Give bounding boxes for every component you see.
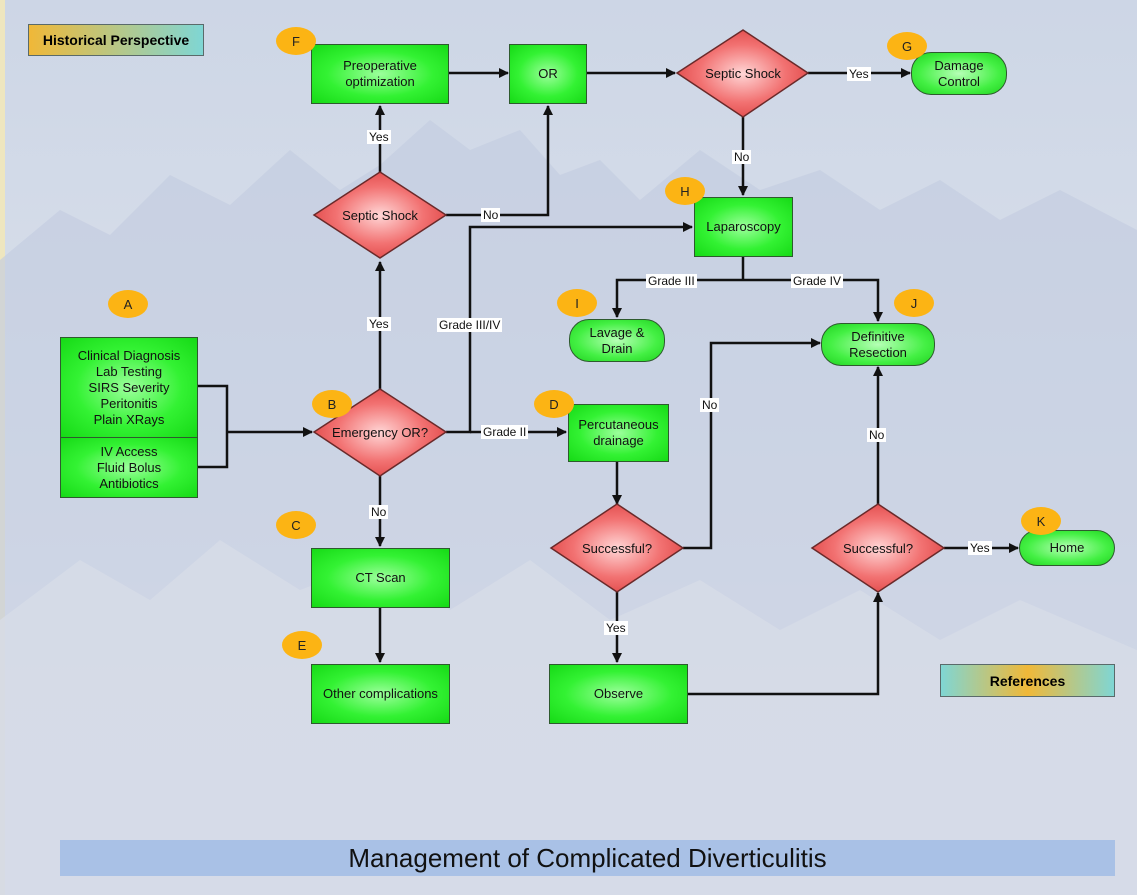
badge-h[interactable]: H <box>665 177 705 205</box>
iv-line-1: IV Access <box>100 443 158 459</box>
clinical-diagnosis-box[interactable]: Clinical Diagnosis Lab Testing SIRS Seve… <box>60 337 198 438</box>
page-title: Management of Complicated Diverticulitis <box>348 842 827 873</box>
clinical-line-4: Peritonitis <box>100 395 158 411</box>
edge-success-resection <box>683 338 821 550</box>
edge-observe-success <box>688 592 883 696</box>
edge-label-grade-3: Grade III <box>646 274 697 288</box>
badge-d[interactable]: D <box>534 390 574 418</box>
edge-label-yes-preop: Yes <box>367 130 391 144</box>
iv-line-3: Antibiotics <box>99 475 159 491</box>
iv-access-box[interactable]: IV Access Fluid Bolus Antibiotics <box>60 437 198 498</box>
resection-line-1: Definitive <box>851 328 905 344</box>
edge-label-grade-34: Grade III/IV <box>437 318 503 332</box>
home-node[interactable]: Home <box>1019 530 1115 566</box>
septic-shock-top-diamond[interactable] <box>675 29 810 118</box>
damage-line-2: Control <box>938 73 980 89</box>
definitive-resection-node[interactable]: Definitive Resection <box>821 323 935 366</box>
perc-line-2: drainage <box>593 433 644 448</box>
laparoscopy-box[interactable]: Laparoscopy <box>694 197 793 257</box>
observe-label: Observe <box>593 686 644 701</box>
ct-scan-box[interactable]: CT Scan <box>311 548 450 608</box>
historical-perspective-button[interactable]: Historical Perspective <box>28 24 204 56</box>
or-box[interactable]: OR <box>509 44 587 104</box>
badge-k[interactable]: K <box>1021 507 1061 535</box>
septic-shock-left-diamond[interactable] <box>312 171 448 259</box>
clinical-line-2: Lab Testing <box>95 363 163 379</box>
edge-label-no-ct: No <box>369 505 389 519</box>
edge-lap-lavage <box>612 278 743 318</box>
resection-line-2: Resection <box>849 344 907 360</box>
perc-line-1: Percutaneous <box>578 417 659 432</box>
damage-control-node[interactable]: Damage Control <box>911 52 1007 95</box>
edge-label-no-success-mid: No <box>700 398 720 412</box>
observe-box[interactable]: Observe <box>549 664 688 724</box>
other-complications-label: Other complications <box>323 686 438 701</box>
references-button[interactable]: References <box>940 664 1115 697</box>
edge-label-yes-damage: Yes <box>847 67 871 81</box>
badge-c[interactable]: C <box>276 511 316 539</box>
badge-j[interactable]: J <box>894 289 934 317</box>
badge-f[interactable]: F <box>276 27 316 55</box>
edge-label-no-success-right: No <box>867 428 887 442</box>
clinical-line-1: Clinical Diagnosis <box>77 347 181 363</box>
damage-line-1: Damage <box>934 57 984 73</box>
edge-lap-resection <box>743 278 883 322</box>
page-title-bar: Management of Complicated Diverticulitis <box>60 840 1115 876</box>
iv-line-2: Fluid Bolus <box>96 459 162 475</box>
clinical-line-3: SIRS Severity <box>88 379 170 395</box>
badge-e[interactable]: E <box>282 631 322 659</box>
ct-scan-label: CT Scan <box>355 570 406 585</box>
edge-clinical-bracket <box>197 384 229 469</box>
badge-a[interactable]: A <box>108 290 148 318</box>
edge-label-grade-4: Grade IV <box>791 274 844 288</box>
lavage-line-2: Drain <box>601 340 633 356</box>
successful-right-diamond[interactable] <box>810 503 946 593</box>
edge-label-yes-observe: Yes <box>604 621 628 635</box>
edge-septic-or <box>446 105 553 217</box>
edge-label-no-septic-left: No <box>481 208 501 222</box>
lavage-line-1: Lavage & <box>589 324 645 340</box>
badge-i[interactable]: I <box>557 289 597 317</box>
badge-b[interactable]: B <box>312 390 352 418</box>
lavage-drain-node[interactable]: Lavage & Drain <box>569 319 665 362</box>
edge-label-no-septic-top: No <box>732 150 752 164</box>
edge-label-yes-emergency: Yes <box>367 317 391 331</box>
or-label: OR <box>538 66 558 81</box>
other-complications-box[interactable]: Other complications <box>311 664 450 724</box>
preoperative-optimization-box[interactable]: Preoperative optimization <box>311 44 449 104</box>
preop-line-2: optimization <box>345 74 415 89</box>
preop-line-1: Preoperative <box>343 58 417 73</box>
clinical-line-5: Plain XRays <box>93 411 165 427</box>
home-label: Home <box>1049 540 1085 555</box>
edge-label-yes-home: Yes <box>968 541 992 555</box>
badge-g[interactable]: G <box>887 32 927 60</box>
percutaneous-drainage-box[interactable]: Percutaneous drainage <box>568 404 669 462</box>
edge-label-grade-2: Grade II <box>481 425 529 439</box>
successful-mid-diamond[interactable] <box>549 503 685 593</box>
laparoscopy-label: Laparoscopy <box>706 219 781 234</box>
